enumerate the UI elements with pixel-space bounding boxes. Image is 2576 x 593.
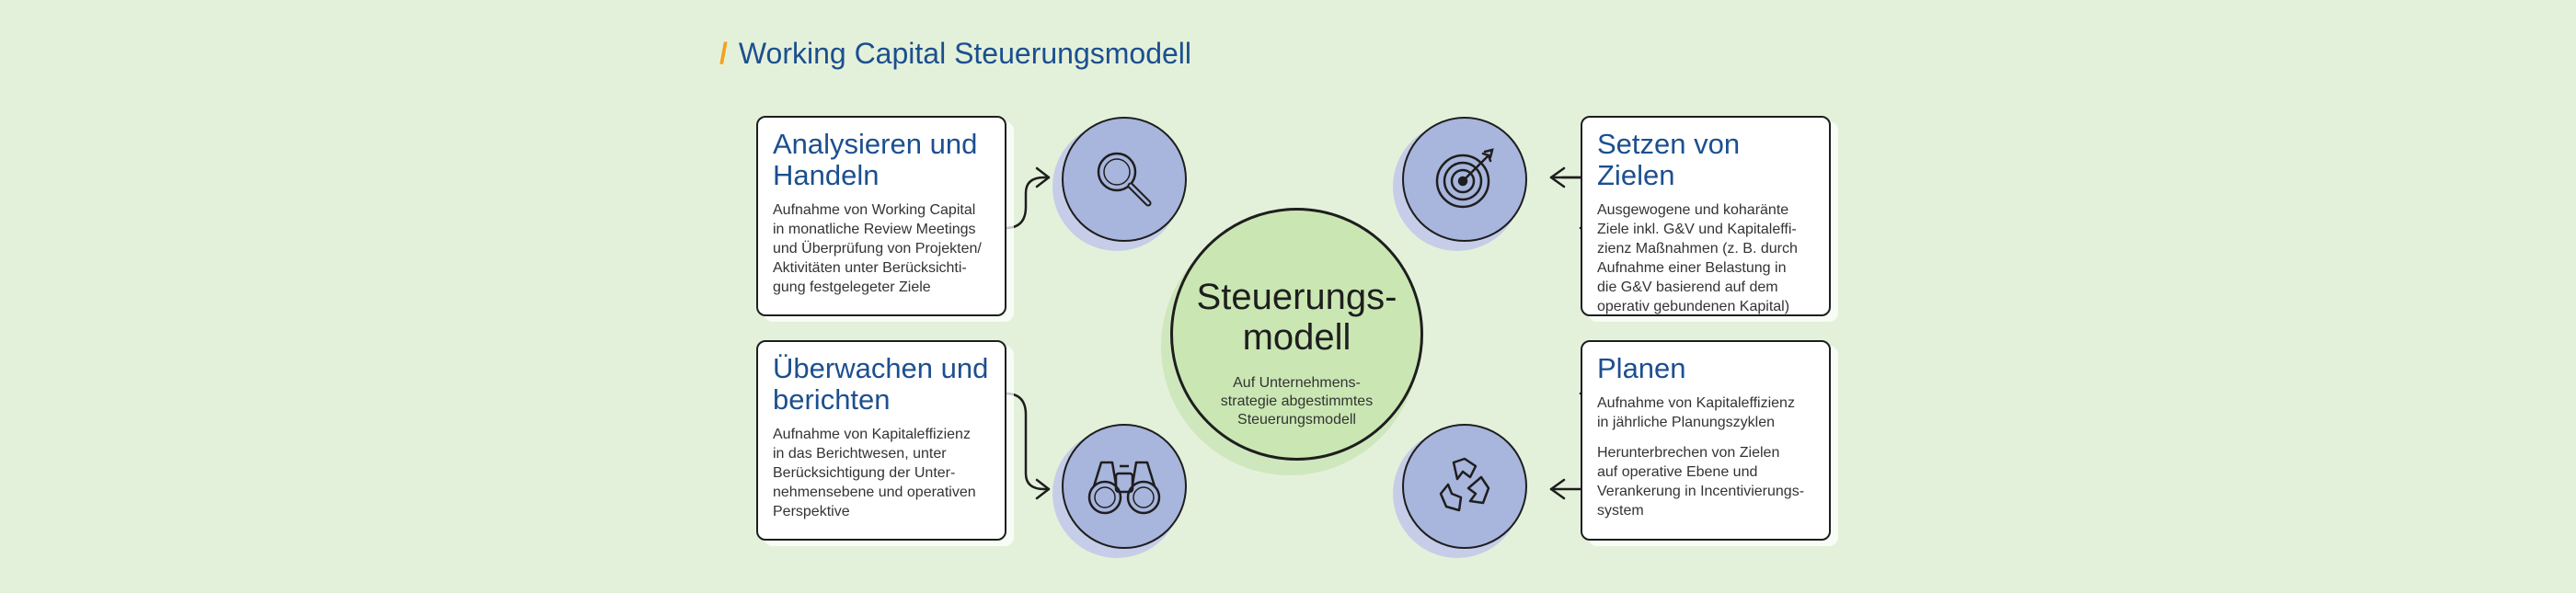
card-text: Herunterbrechen von Zielen auf operative… xyxy=(1597,443,1818,520)
card-text-line: Verankerung in Incentivierungs- xyxy=(1597,484,1805,499)
card-text-line: Perspektive xyxy=(773,504,850,519)
page-title: / Working Capital Steuerungsmodell xyxy=(719,37,1191,71)
recycle-icon xyxy=(1439,457,1490,512)
icon-circle xyxy=(1062,117,1187,242)
card-text-line: Ausgewogene und koharänte xyxy=(1597,202,1789,218)
card-text-line: Aufnahme von Kapitaleffizienz xyxy=(773,427,971,442)
card-text-line: in das Berichtwesen, unter xyxy=(773,446,947,462)
page-title-text: Working Capital Steuerungsmodell xyxy=(738,37,1191,70)
icon-circle-planen xyxy=(1393,424,1540,562)
card-text-line: Aufnahme von Working Capital xyxy=(773,202,976,218)
center-text-line: strategie abgestimmtes xyxy=(1220,393,1374,409)
card-text-line: operativ gebundenen Kapital) xyxy=(1597,299,1790,314)
icon-circle xyxy=(1402,424,1527,549)
card-title: Planen xyxy=(1597,353,1818,384)
card-text-line: Aktivitäten unter Berücksichti- xyxy=(773,260,967,276)
card-text-line: system xyxy=(1597,503,1644,519)
arrow-ueberwachen xyxy=(1004,392,1051,491)
card-text-line: in monatliche Review Meetings xyxy=(773,222,976,237)
card-text-line: Ziele inkl. G&V und Kapitaleffi- xyxy=(1597,222,1797,237)
center-text-line: Auf Unternehmens- xyxy=(1233,375,1361,391)
center-heading-line: modell xyxy=(1242,317,1351,358)
card-text-line: auf operative Ebene und xyxy=(1597,464,1758,480)
card-text: Aufnahme von Working Capital in monatlic… xyxy=(773,200,994,297)
card-setzen-von-zielen: Setzen von Zielen Ausgewogene und koharä… xyxy=(1581,116,1831,316)
card-text-line: in jährliche Planungszyklen xyxy=(1597,415,1775,430)
center-text-line: Steuerungsmodell xyxy=(1237,412,1356,428)
card-text-line: gung festgelegeter Ziele xyxy=(773,279,931,295)
binoculars-icon xyxy=(1087,461,1161,515)
card-text-line: Aufnahme einer Belastung in xyxy=(1597,260,1787,276)
card-text: Aufnahme von Kapitaleffizienz in jährlic… xyxy=(1597,393,1818,432)
card-text-line: nehmensebene und operativen xyxy=(773,485,976,500)
icon-circle-analysieren xyxy=(1052,117,1200,255)
card-text: Aufnahme von Kapitaleffizienz in das Ber… xyxy=(773,425,994,521)
card-title-line: berichten xyxy=(773,383,891,416)
card-title-line: Analysieren und xyxy=(773,128,978,160)
target-icon xyxy=(1435,148,1494,209)
center-heading: Steuerungs-modell xyxy=(1173,277,1420,358)
card-title-line: Setzen von Zielen xyxy=(1597,128,1741,191)
icon-circle-setzen xyxy=(1393,117,1540,255)
card-text-line: Berücksichtigung der Unter- xyxy=(773,465,956,481)
card-title-line: Überwachen und xyxy=(773,352,989,384)
icon-circle xyxy=(1402,117,1527,242)
arrow-analysieren xyxy=(1004,176,1051,230)
card-text-line: Aufnahme von Kapitaleffizienz xyxy=(1597,395,1795,411)
title-slash-accent: / xyxy=(719,37,728,70)
card-title-line: Handeln xyxy=(773,159,880,191)
card-text: Ausgewogene und koharänte Ziele inkl. G&… xyxy=(1597,200,1818,316)
card-title-line: Planen xyxy=(1597,352,1686,384)
card-text-line: Herunterbrechen von Zielen xyxy=(1597,445,1780,461)
card-planen: Planen Aufnahme von Kapitaleffizienz in … xyxy=(1581,340,1831,541)
icon-circle xyxy=(1062,424,1187,549)
icon-circle-ueberwachen xyxy=(1052,424,1200,562)
card-text-line: die G&V basierend auf dem xyxy=(1597,279,1778,295)
card-title: Setzen von Zielen xyxy=(1597,129,1818,191)
center-text: Auf Unternehmens- strategie abgestimmtes… xyxy=(1205,374,1389,429)
center-circle-steuerungsmodell: Steuerungs-modell Auf Unternehmens- stra… xyxy=(1170,208,1423,461)
card-text-line: zienz Maßnahmen (z. B. durch xyxy=(1597,241,1798,257)
center-heading-line: Steuerungs- xyxy=(1196,277,1397,317)
card-text-line: und Überprüfung von Projekten/ xyxy=(773,241,982,257)
magnifier-icon xyxy=(1097,152,1152,207)
